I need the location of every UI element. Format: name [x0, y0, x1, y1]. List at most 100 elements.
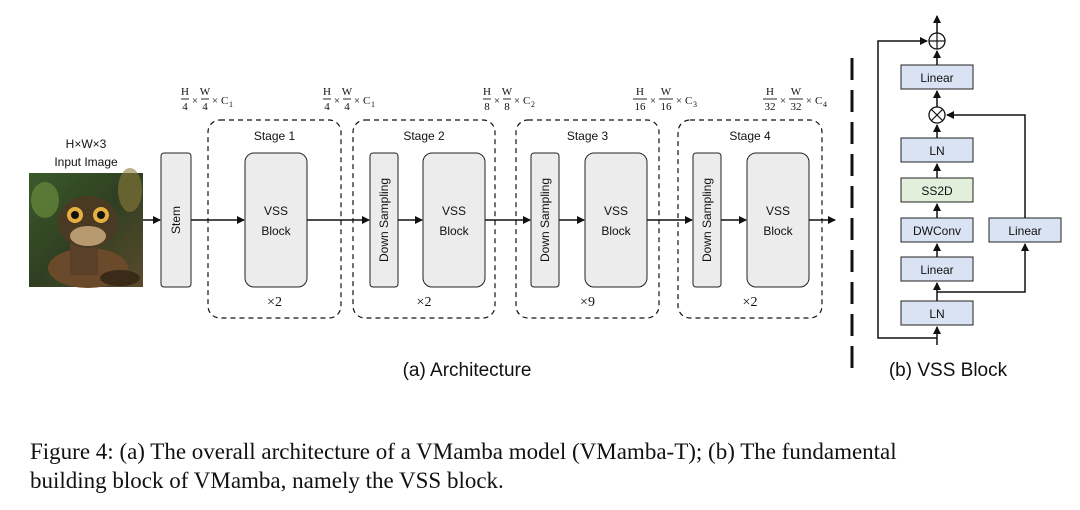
dim-c-sub: 2: [531, 100, 535, 109]
stage-title: Stage 3: [567, 129, 609, 143]
figure-caption: Figure 4: (a) The overall architecture o…: [30, 437, 1060, 495]
vss-block-label-line1: VSS: [442, 204, 466, 218]
dim-c: C: [523, 95, 530, 107]
vss-dwconv-label: DWConv: [913, 224, 961, 238]
vss-dwconv: [900, 217, 974, 243]
dim-times: ×: [650, 95, 656, 107]
dim-w-den: 4: [202, 101, 208, 113]
dim-w-num: W: [791, 86, 802, 98]
vss-residual-line: [877, 37, 937, 339]
dim-h-num: H: [766, 86, 774, 98]
down-sampling-label: Down Sampling: [538, 178, 552, 262]
dim-times: ×: [212, 95, 218, 107]
vss-block-label-line1: VSS: [766, 204, 790, 218]
architecture-label: (a) Architecture: [403, 360, 532, 381]
vss-block-label-line2: Block: [601, 224, 631, 238]
dim-c-sub: 4: [823, 100, 827, 109]
dim-w-num: W: [502, 86, 513, 98]
input-label: Input Image: [54, 155, 118, 169]
dim-c: C: [815, 95, 822, 107]
caption-line-1: Figure 4: (a) The overall architecture o…: [30, 439, 897, 464]
vss-linear-low-label: Linear: [920, 263, 953, 277]
vss-block-label: (b) VSS Block: [889, 360, 1008, 381]
dim-h-den: 16: [635, 101, 647, 113]
dim-w-den: 32: [791, 101, 802, 113]
dim-w-den: 16: [661, 101, 673, 113]
vss-ss2d-label: SS2D: [921, 184, 953, 198]
vss-block-detail: Linear LN SS2D DWConv Linear LN Linear: [877, 15, 1062, 381]
dim-h-den: 32: [765, 101, 776, 113]
vss-linear-low: [900, 256, 974, 282]
stem-block: Stem: [160, 152, 192, 288]
dim-h-num: H: [636, 86, 644, 98]
stage-frame: [677, 119, 823, 319]
vss-block-label-line2: Block: [439, 224, 469, 238]
dim-h-num: H: [483, 86, 491, 98]
vss-linear-side-label: Linear: [1008, 224, 1041, 238]
dim-times: ×: [806, 95, 812, 107]
dim-w-num: W: [661, 86, 672, 98]
dim-c-sub: 1: [371, 100, 375, 109]
dim-w-den: 8: [504, 101, 510, 113]
stage-frame: [515, 119, 660, 319]
dim-times: ×: [780, 95, 786, 107]
input-image: [29, 168, 143, 288]
caption-line-2: building block of VMamba, namely the VSS…: [30, 468, 504, 493]
vss-linear-top: [900, 64, 974, 90]
stem-label: Stem: [169, 206, 183, 234]
vss-side-branch-line: [937, 243, 1029, 293]
dim-times: ×: [514, 95, 520, 107]
vss-ln-mid-label: LN: [929, 144, 944, 158]
down-sampling-label: Down Sampling: [377, 178, 391, 262]
vss-ln-bottom-label: LN: [929, 307, 944, 321]
stage-frame: [352, 119, 496, 319]
dim-w-den: 4: [344, 101, 350, 113]
vss-block-label-line1: VSS: [604, 204, 628, 218]
vss-block: [746, 152, 810, 288]
input-dims: H×W×3: [66, 137, 107, 151]
dim-c: C: [685, 95, 692, 107]
vss-block-label-line2: Block: [763, 224, 793, 238]
vss-linear-top-label: Linear: [920, 71, 953, 85]
dim-h-num: H: [181, 86, 189, 98]
dim-times: ×: [676, 95, 682, 107]
vss-block: [584, 152, 648, 288]
dim-w-num: W: [200, 86, 211, 98]
dim-h-den: 4: [324, 101, 330, 113]
vss-block-label-line2: Block: [261, 224, 291, 238]
dim-times: ×: [494, 95, 500, 107]
dim-c: C: [363, 95, 370, 107]
dim-times: ×: [192, 95, 198, 107]
stage-frame: [207, 119, 342, 319]
stage-title: Stage 4: [729, 129, 771, 143]
dim-c: C: [221, 95, 228, 107]
dim-w-num: W: [342, 86, 353, 98]
stage-title: Stage 1: [254, 129, 296, 143]
vss-gate-line: [946, 111, 1026, 218]
dim-c-sub: 3: [693, 100, 697, 109]
stage-repeat: ×2: [417, 295, 432, 310]
dim-h-num: H: [323, 86, 331, 98]
vss-block: [422, 152, 486, 288]
vss-block-label-line1: VSS: [264, 204, 288, 218]
vss-ln-mid: [900, 137, 974, 163]
down-sampling-label: Down Sampling: [700, 178, 714, 262]
dim-times: ×: [354, 95, 360, 107]
dim-times: ×: [334, 95, 340, 107]
vss-linear-side: [988, 217, 1062, 243]
dim-c-sub: 1: [229, 100, 233, 109]
stage-repeat: ×2: [743, 295, 758, 310]
stage-repeat: ×9: [580, 295, 595, 310]
